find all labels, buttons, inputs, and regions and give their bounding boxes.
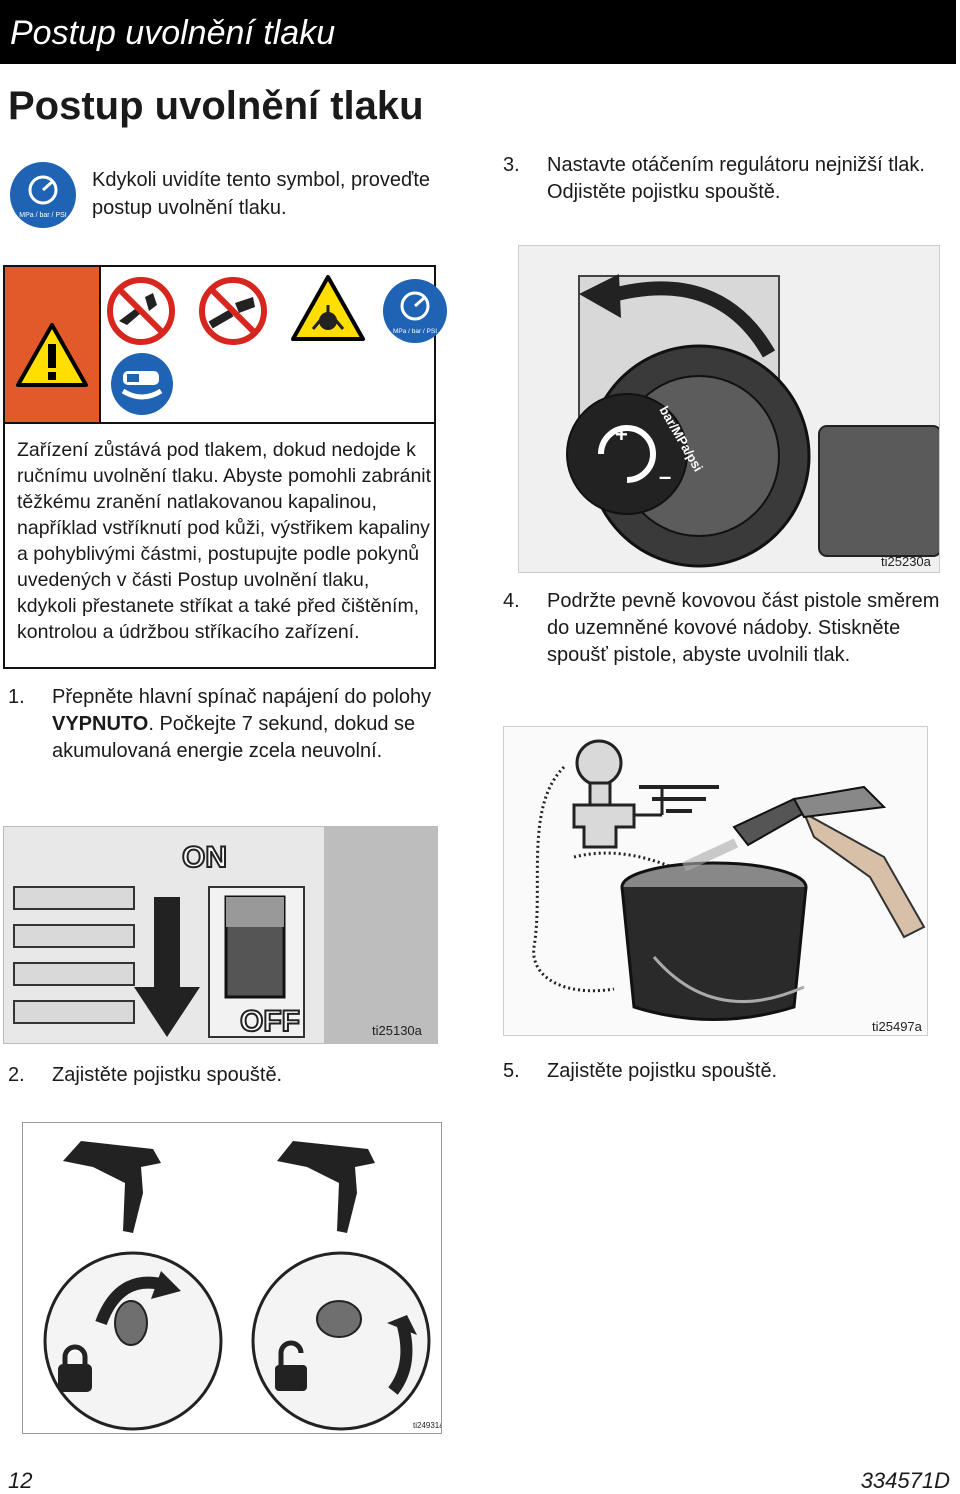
step-1: 1. Přepněte hlavní spínač napájení do po… — [8, 684, 448, 794]
step-text: Zajistěte pojistku spouště. — [547, 1060, 778, 1082]
figure-id: ti24931a — [413, 1421, 442, 1430]
step-text: Zajistěte pojistku spouště. — [52, 1064, 283, 1086]
step-number: 1. — [8, 686, 25, 708]
switch-on-label: ON — [182, 841, 227, 874]
rotate-arrow-icon — [95, 1276, 167, 1326]
step-text: Přepněte hlavní spínač napájení do poloh… — [52, 684, 444, 765]
step-number: 4. — [503, 590, 520, 612]
no-hand-on-tip-icon — [107, 277, 175, 345]
doc-number: 334571D — [860, 1468, 950, 1493]
page-title: Postup uvolnění tlaku — [8, 84, 424, 128]
step-5: 5. Zajistěte pojistku spouště. — [503, 1058, 953, 1088]
spray-gun-right-icon — [277, 1141, 375, 1233]
knob-scale-arc — [598, 425, 656, 483]
power-switch-illustration: ON OFF — [4, 827, 437, 1043]
svg-text:+: + — [615, 422, 628, 447]
padlock-unlocked-icon — [275, 1340, 307, 1391]
symbol-intro-text: Kdykoli uvidíte tento symbol, proveďte p… — [92, 169, 431, 219]
symbol-label: MPa / bar / PSI — [19, 212, 67, 219]
warning-icons-row: MPa / bar / PSI — [5, 267, 447, 424]
pressure-regulator-figure: + – bar/MPa/psi ti25230a — [518, 245, 940, 573]
pressure-relief-icon: MPa / bar / PSI — [383, 279, 447, 343]
step-number: 5. — [503, 1060, 520, 1082]
spray-gun-left-icon — [63, 1141, 161, 1233]
trigger-lock-figure: ti24931a — [22, 1122, 442, 1434]
power-switch-figure: ON OFF ti25130a — [3, 826, 438, 1044]
step-4: 4. Podržte pevně kovovou část pistole sm… — [503, 588, 953, 698]
step-text-before: Přepněte hlavní spínač napájení do poloh… — [52, 686, 432, 708]
eye-ear-protection-icon — [111, 353, 173, 415]
grounded-bucket-illustration — [504, 727, 927, 1035]
switch-off-label: OFF — [240, 1005, 300, 1038]
step-number: 3. — [503, 154, 520, 176]
symbol-label: MPa / bar / PSI — [393, 328, 437, 335]
grounded-bucket-figure: ti25497a — [503, 726, 928, 1036]
no-spray-at-body-icon — [199, 277, 267, 345]
step-text: Nastavte otáčením regulátoru nejnižší tl… — [547, 154, 925, 203]
metal-pail-icon — [620, 861, 808, 1021]
padlock-locked-icon — [58, 1344, 92, 1392]
splash-hazard-icon — [291, 275, 365, 341]
rotate-ccw-arrow-icon — [607, 281, 776, 358]
pressure-relief-icon: MPa / bar / PSI — [10, 162, 76, 228]
figure-id: ti25230a — [881, 554, 931, 569]
ground-wire — [532, 765, 615, 993]
faucet-icon — [572, 739, 636, 849]
running-title: Postup uvolnění tlaku — [10, 14, 336, 52]
figure-id: ti25130a — [372, 1023, 422, 1038]
warning-triangle-icon — [16, 323, 88, 387]
warning-side-panel — [5, 267, 101, 422]
figure-id: ti25497a — [872, 1019, 922, 1034]
step-3: 3. Nastavte otáčením regulátoru nejnižší… — [503, 152, 953, 212]
warning-box: MPa / bar / PSI Zařízení zůstává pod tla… — [3, 265, 447, 669]
ground-symbol-icon — [634, 785, 719, 817]
trigger-lock-illustration — [43, 1141, 431, 1431]
step-number: 2. — [8, 1064, 25, 1086]
warning-text: Zařízení zůstává pod tlakem, dokud nedoj… — [17, 439, 432, 643]
step-text: Podržte pevně kovovou část pistole směre… — [547, 590, 940, 666]
spray-gun-hand-icon — [732, 785, 926, 939]
step-2: 2. Zajistěte pojistku spouště. — [8, 1062, 448, 1092]
page-number: 12 — [8, 1468, 33, 1493]
running-header: Postup uvolnění tlaku — [0, 0, 956, 64]
svg-text:–: – — [659, 464, 671, 489]
step-bold-word: VYPNUTO — [52, 713, 149, 735]
pressure-regulator-illustration: + – bar/MPa/psi — [519, 246, 939, 572]
step-text-after: . Počkejte 7 sekund, dokud se akumulovan… — [52, 713, 416, 762]
